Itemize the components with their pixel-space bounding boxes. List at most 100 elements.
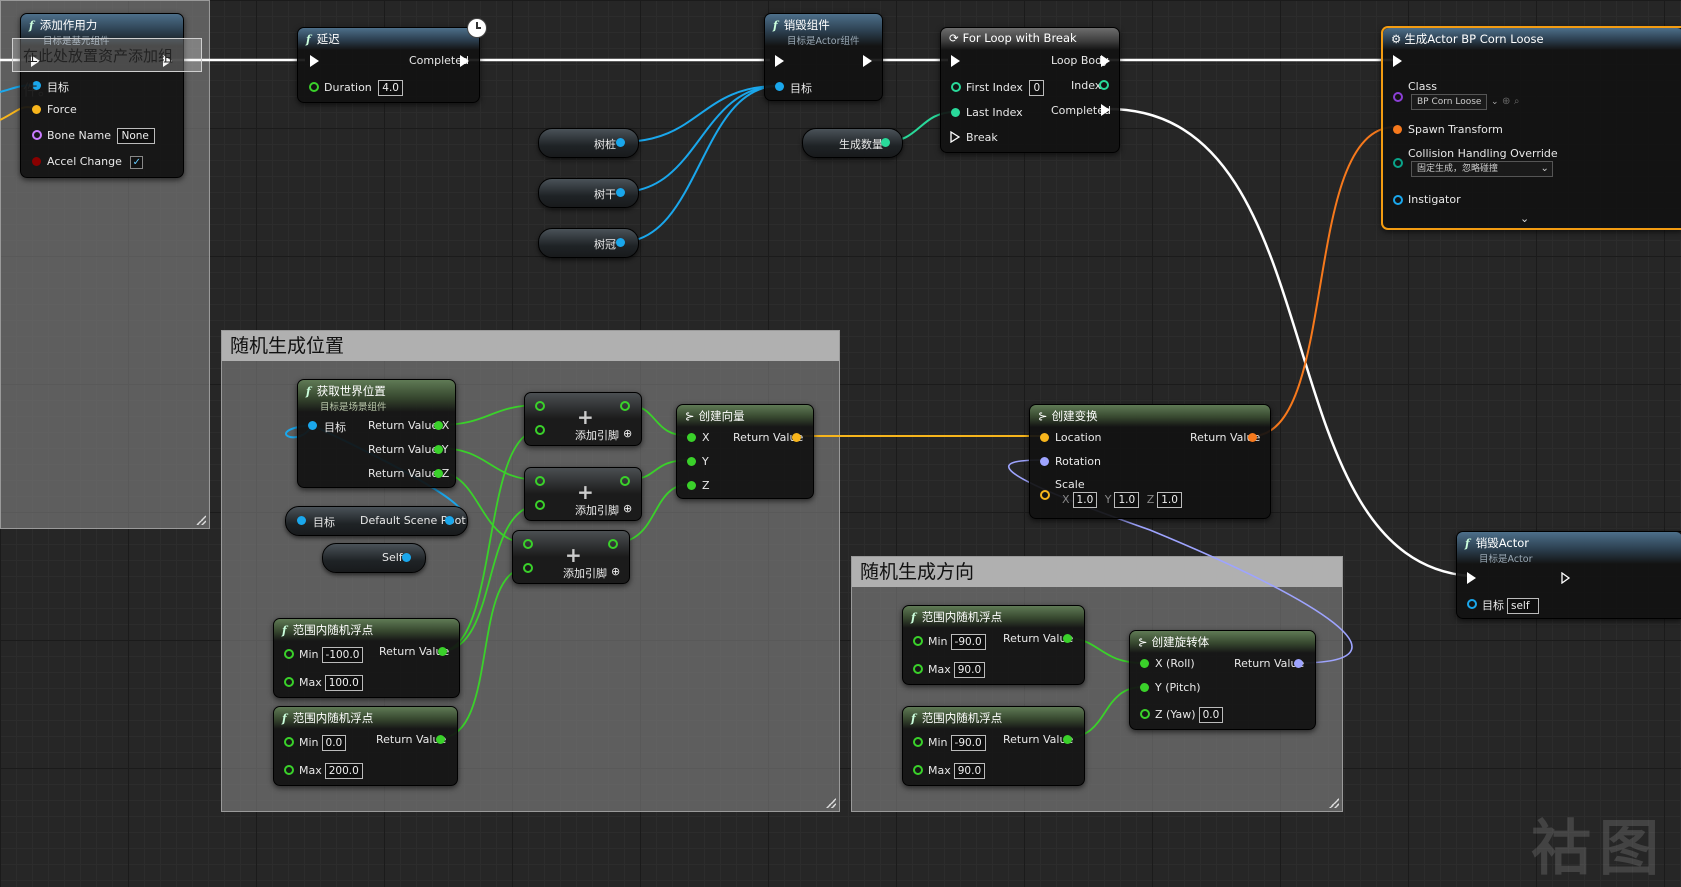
comment-title[interactable]: 随机生成方向 [852, 557, 1342, 587]
add-pin-icon[interactable]: ⊕ [623, 502, 633, 515]
node-header[interactable]: ⊱创建向量 [677, 405, 813, 427]
float-pin[interactable] [523, 563, 533, 573]
float-pin[interactable] [284, 737, 294, 747]
float-pin[interactable] [608, 539, 618, 549]
float-pin[interactable] [434, 445, 443, 454]
search-icon[interactable]: ⌕ [1513, 96, 1520, 107]
chevron-down-icon[interactable]: ⌄ [1540, 163, 1549, 174]
float-pin[interactable] [620, 476, 630, 486]
object-pin[interactable] [32, 81, 41, 90]
class-pin[interactable] [1393, 92, 1403, 102]
exec-in-pin[interactable] [775, 55, 784, 67]
int-pin[interactable] [951, 108, 960, 117]
variable-stump[interactable]: 树桩 [538, 128, 639, 158]
float-pin[interactable] [687, 457, 696, 466]
enum-pin[interactable] [1393, 158, 1403, 168]
float-pin[interactable] [434, 421, 443, 430]
node-header[interactable]: ⊱创建变换 [1030, 405, 1270, 427]
vector-pin[interactable] [1040, 433, 1049, 442]
name-pin[interactable] [32, 130, 42, 140]
class-selector[interactable]: BP Corn Loose ⌄ ⊕ ⌕ [1411, 94, 1520, 110]
resize-handle[interactable] [1329, 798, 1339, 808]
float-pin[interactable] [1140, 683, 1149, 692]
max-input[interactable]: 200.0 [324, 763, 363, 779]
node-header[interactable]: ⚙生成Actor BP Corn Loose [1383, 28, 1681, 50]
float-pin[interactable] [535, 476, 545, 486]
variable-default-scene-root[interactable]: 目标 Default Scene Root [285, 506, 468, 536]
exec-out-pin[interactable] [1101, 104, 1110, 116]
vector-pin[interactable] [1040, 490, 1050, 500]
object-pin[interactable] [308, 421, 317, 430]
object-pin[interactable] [1393, 195, 1403, 205]
max-input[interactable]: 90.0 [953, 763, 986, 779]
float-pin[interactable] [438, 647, 447, 656]
variable-spawn-count[interactable]: 生成数量 [802, 128, 903, 158]
float-pin[interactable] [687, 481, 696, 490]
variable-crown[interactable]: 树冠 [538, 228, 639, 258]
node-make-rotator[interactable]: ⊱创建旋转体 X (Roll) Return Value Y (Pitch) Z… [1129, 630, 1316, 730]
bone-name-input[interactable]: None [117, 128, 156, 144]
exec-out-pin[interactable] [863, 55, 872, 67]
float-pin[interactable] [284, 765, 294, 775]
vector-pin[interactable] [792, 433, 801, 442]
exec-out-pin[interactable] [1561, 572, 1571, 584]
float-pin[interactable] [309, 82, 319, 92]
float-pin[interactable] [436, 735, 445, 744]
accel-change-checkbox[interactable]: ✓ [130, 156, 144, 169]
object-pin[interactable] [616, 238, 625, 247]
rotator-pin[interactable] [1294, 659, 1303, 668]
float-pin[interactable] [284, 649, 294, 659]
object-pin[interactable] [616, 138, 625, 147]
break-exec-icon[interactable] [950, 131, 961, 143]
float-pin[interactable] [913, 737, 923, 747]
float-pin[interactable] [913, 664, 923, 674]
float-pin[interactable] [1140, 709, 1150, 719]
float-pin[interactable] [523, 539, 533, 549]
min-input[interactable]: -90.0 [950, 735, 986, 751]
vector-pin[interactable] [32, 105, 41, 114]
exec-in-pin[interactable] [1393, 55, 1402, 67]
exec-in-pin[interactable] [310, 55, 319, 67]
float-pin[interactable] [535, 500, 545, 510]
float-pin[interactable] [535, 425, 545, 435]
object-pin[interactable] [445, 516, 454, 525]
class-dropdown[interactable]: BP Corn Loose [1411, 94, 1488, 110]
exec-in-pin[interactable] [951, 55, 960, 67]
float-pin[interactable] [913, 636, 923, 646]
duration-input[interactable]: 4.0 [378, 80, 403, 96]
min-input[interactable]: -100.0 [321, 647, 364, 663]
object-pin[interactable] [402, 553, 411, 562]
float-pin[interactable] [1140, 659, 1149, 668]
collision-value[interactable]: 固定生成，忽略碰撞 [1411, 161, 1553, 177]
transform-pin[interactable] [1248, 433, 1257, 442]
expand-chevron-icon[interactable]: ⌄ [1520, 212, 1530, 225]
exec-out-pin[interactable] [1101, 55, 1110, 67]
float-pin[interactable] [434, 469, 443, 478]
int-pin[interactable] [951, 82, 961, 92]
yaw-input[interactable]: 0.0 [1198, 707, 1224, 723]
bool-pin[interactable] [32, 157, 41, 166]
float-pin[interactable] [620, 401, 630, 411]
object-pin[interactable] [616, 188, 625, 197]
int-pin[interactable] [1099, 80, 1109, 90]
float-pin[interactable] [1063, 634, 1072, 643]
node-add-3[interactable]: + 添加引脚 ⊕ [512, 530, 630, 584]
node-add-2[interactable]: + 添加引脚 ⊕ [524, 467, 642, 521]
float-pin[interactable] [535, 401, 545, 411]
object-pin[interactable] [775, 82, 784, 91]
rotator-pin[interactable] [1040, 457, 1049, 466]
exec-out-pin[interactable] [460, 55, 469, 67]
node-header[interactable]: ⟳For Loop with Break [941, 28, 1119, 50]
node-header[interactable]: ⊱创建旋转体 [1130, 631, 1315, 653]
chevron-down-icon[interactable]: ⌄ [1490, 97, 1499, 107]
